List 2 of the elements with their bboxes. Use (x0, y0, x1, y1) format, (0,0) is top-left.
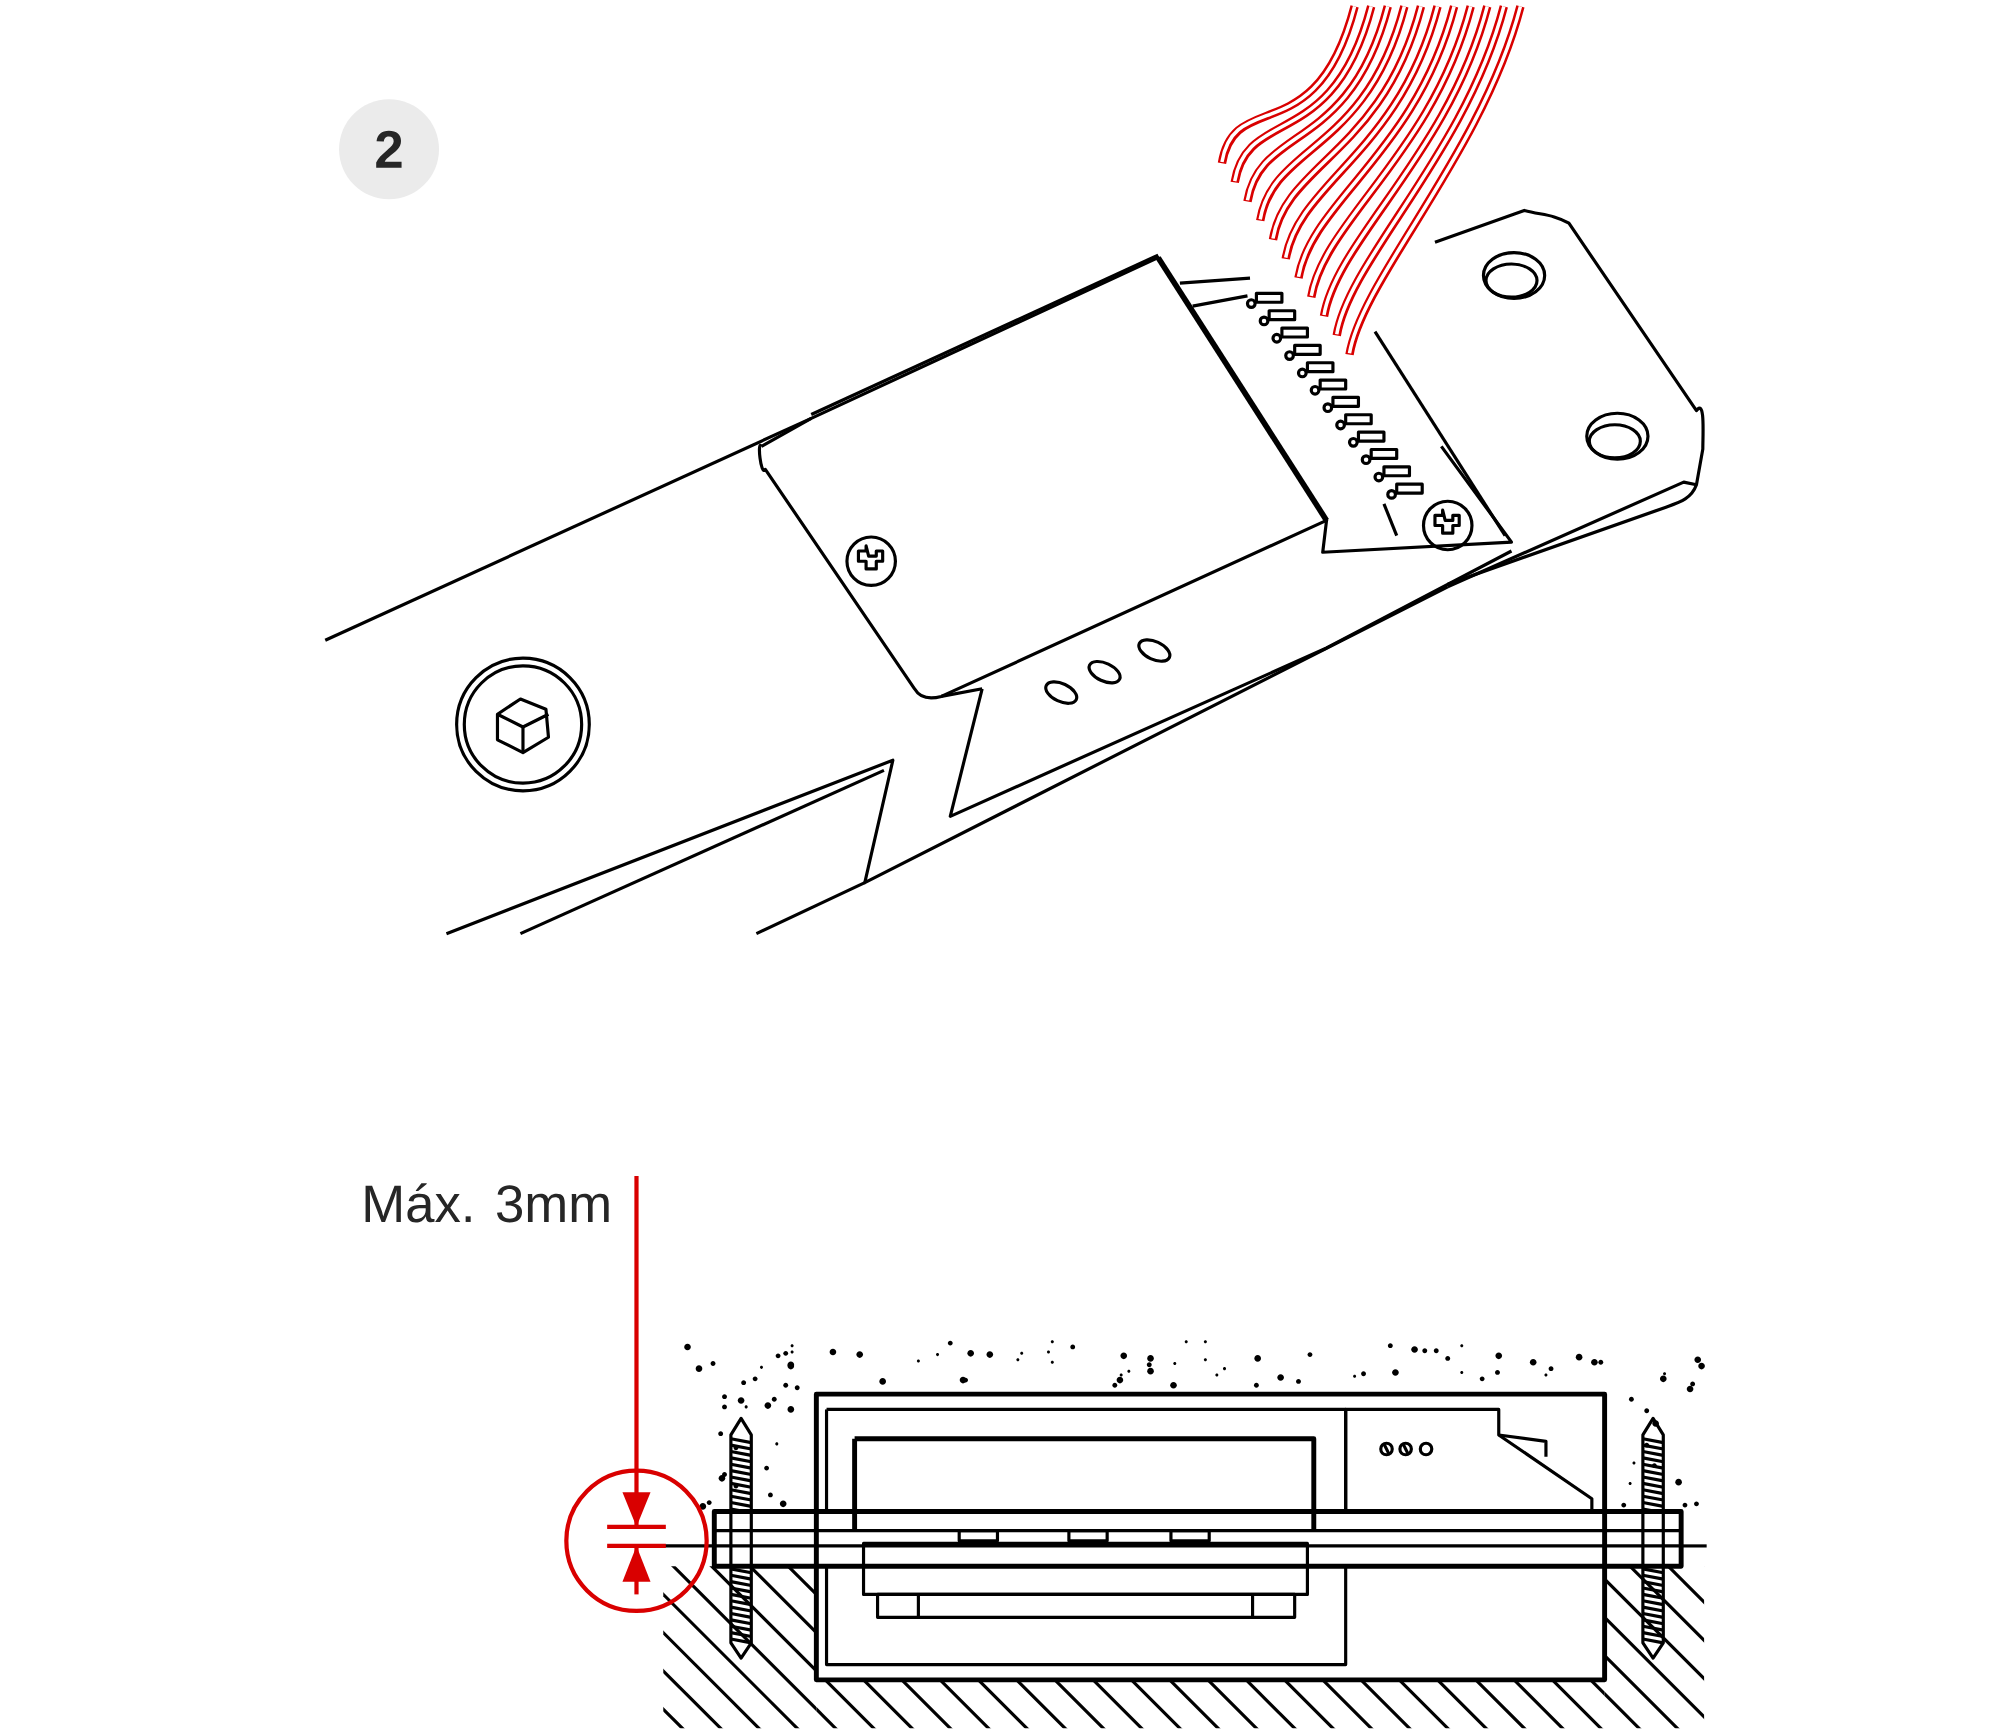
step-badge: 2 (339, 99, 440, 200)
dimension-label: Máx. 3mm (365, 1183, 609, 1223)
